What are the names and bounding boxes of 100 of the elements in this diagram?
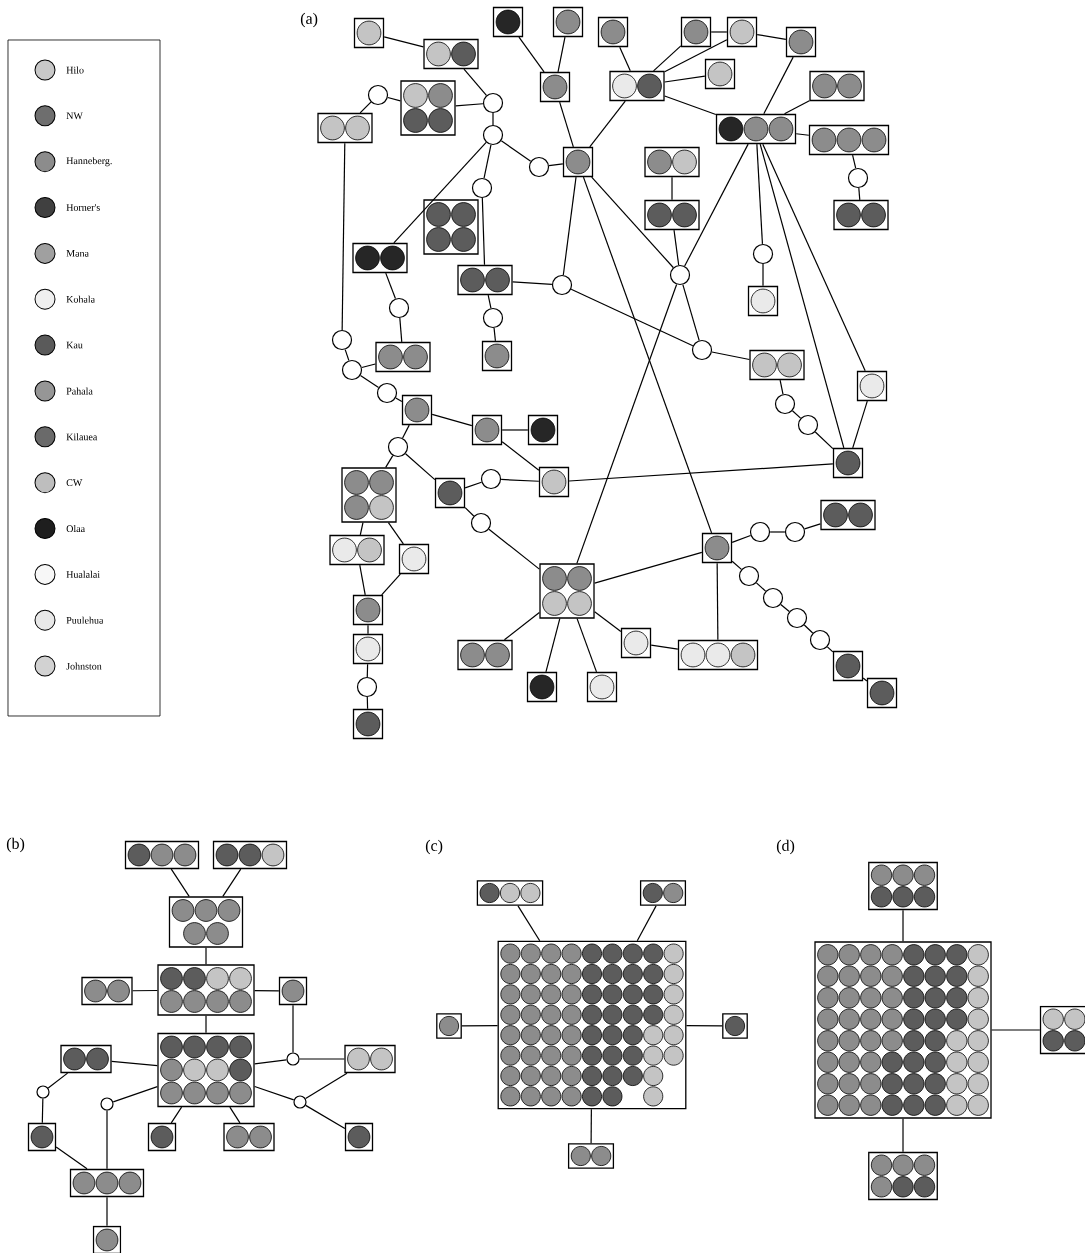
haplotype-box: [527, 414, 559, 446]
haplotype-box: [352, 708, 384, 740]
panel-label: (d): [776, 839, 795, 855]
median-vector-circle: [738, 565, 760, 587]
haplotype-box: [69, 1168, 145, 1198]
haplotype-box: [539, 71, 571, 103]
median-vector-circle: [482, 92, 504, 114]
connector-line: [762, 143, 866, 372]
haplotype-box: [497, 940, 687, 1110]
connector-line: [619, 46, 631, 72]
haplotype-box: [353, 17, 385, 49]
connector-line: [862, 677, 868, 682]
haplotype-box: [677, 639, 759, 671]
haplotype-box: [562, 146, 594, 178]
haplotype-box: [317, 112, 373, 144]
connector-line: [404, 453, 436, 481]
connector-line: [576, 618, 598, 673]
connector-line: [361, 363, 376, 369]
connector-line: [664, 95, 717, 116]
connector-line: [559, 101, 574, 148]
connector-line: [711, 351, 750, 361]
connector-line: [254, 1059, 288, 1065]
connector-line: [170, 1106, 183, 1124]
haplotype-box: [157, 964, 255, 1016]
median-vector-circle: [528, 156, 550, 178]
connector-line: [673, 229, 680, 266]
connector-line: [344, 348, 350, 361]
haplotype-box: [344, 1044, 396, 1074]
haplotype-box: [471, 414, 503, 446]
median-vector-circle: [480, 468, 502, 490]
connector-line: [359, 374, 380, 389]
connector-line: [664, 75, 706, 83]
legend-label: Horner's: [66, 204, 100, 211]
panel-label: (b): [6, 837, 25, 853]
connector-line: [763, 56, 794, 115]
legend-label: Puulehua: [66, 616, 104, 624]
connector-line: [589, 100, 626, 148]
haplotype-box: [722, 1013, 748, 1039]
connector-line: [341, 142, 346, 331]
connector-line: [501, 429, 529, 431]
connector-line: [791, 410, 802, 419]
connector-line: [500, 478, 540, 482]
haplotype-box: [124, 840, 200, 870]
median-vector-circle: [356, 676, 378, 698]
connector-line: [568, 463, 834, 482]
legend-label: NW: [66, 112, 83, 120]
haplotype-box: [747, 285, 779, 317]
median-vector-circle: [482, 124, 504, 146]
haplotype-box: [644, 199, 700, 231]
connector-line: [684, 143, 749, 267]
haplotype-box: [329, 534, 385, 566]
connector-line: [359, 522, 364, 536]
haplotype-box: [401, 394, 433, 426]
median-vector-circle: [331, 329, 353, 351]
haplotype-box: [344, 1122, 374, 1152]
connector-line: [582, 176, 713, 534]
median-vector-circle: [809, 629, 831, 651]
connector-line: [493, 327, 496, 342]
connector-line: [545, 618, 561, 673]
connector-line: [481, 197, 486, 266]
legend-label: CW: [66, 479, 83, 487]
haplotype-box: [538, 466, 570, 498]
connector-line: [769, 531, 786, 533]
connector-line: [111, 1060, 158, 1067]
connector-line: [299, 1058, 345, 1060]
haplotype-box: [868, 861, 938, 911]
legend-label: Hilo: [66, 66, 84, 74]
median-vector-circle: [470, 512, 492, 534]
haplotype-box: [436, 1013, 462, 1039]
connector-line: [562, 176, 577, 276]
haplotype-box: [704, 58, 736, 90]
legend-label: Johnston: [66, 662, 102, 670]
connector-line: [455, 103, 484, 107]
haplotype-box: [1039, 1005, 1085, 1055]
connector-line: [488, 528, 540, 570]
haplotype-box: [701, 532, 733, 564]
connector-line: [464, 507, 475, 517]
connector-line: [682, 284, 700, 341]
connector-line: [385, 455, 394, 468]
haplotype-box: [423, 38, 479, 70]
connector-line: [487, 294, 492, 309]
haplotype-box: [785, 26, 817, 58]
connector-line: [852, 400, 868, 449]
median-vector-circle: [471, 177, 493, 199]
connector-line: [826, 646, 834, 653]
connector-line: [106, 1110, 108, 1170]
haplotype-box: [609, 70, 665, 102]
connector-line: [402, 424, 410, 439]
median-vector-circle: [388, 297, 410, 319]
panel-label: (c): [425, 839, 443, 855]
connector-line: [47, 1072, 69, 1089]
haplotype-box: [341, 467, 397, 523]
median-vector-circle: [691, 339, 713, 361]
legend-label: Hanneberg.: [66, 157, 112, 167]
connector-line: [512, 281, 553, 285]
haplotype-box: [92, 1225, 122, 1253]
median-vector-circle: [367, 84, 389, 106]
haplotype-box: [398, 543, 430, 575]
haplotype-box: [476, 880, 544, 906]
haplotype-box: [866, 677, 898, 709]
